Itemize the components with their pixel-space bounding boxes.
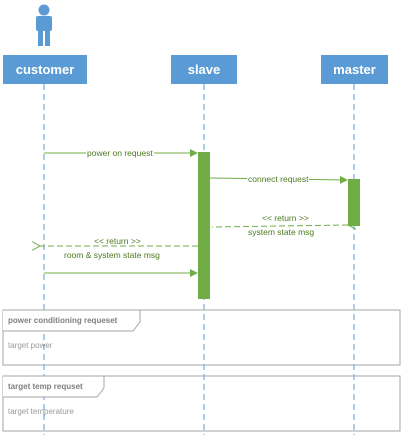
message-label-connect: connect request: [247, 174, 310, 184]
frame-title-power-conditioning: power conditioning requeset: [8, 316, 118, 325]
lifeline-head-customer: customer: [3, 55, 87, 84]
frame-target-temp: [2, 375, 401, 432]
activation-bar-master: [348, 179, 360, 226]
lifeline-label-customer: customer: [15, 62, 75, 77]
lifeline-label-master: master: [333, 62, 376, 77]
return-text-room-state: room & system state msg: [64, 250, 160, 260]
frame-body-target-power: target power: [8, 341, 53, 350]
activation-bar-slave: [198, 152, 210, 299]
lifeline-head-master: master: [321, 55, 388, 84]
frame-tab-target-temp: [3, 375, 105, 398]
return-arrow-system-state: [211, 225, 348, 227]
actor-icon: [36, 4, 52, 46]
frame-power-conditioning: [2, 309, 401, 366]
lifeline-head-slave: slave: [171, 55, 237, 84]
return-text-system-state: system state msg: [248, 227, 315, 237]
return-label-master: << return >>: [262, 213, 309, 223]
frame-title-target-temp: target temp requset: [8, 382, 83, 391]
frame-body-target-temperature: target temperature: [8, 407, 74, 416]
message-label-power-on: power on request: [86, 148, 154, 158]
lifeline-label-slave: slave: [187, 62, 221, 77]
return-label-slave: << return >>: [94, 236, 141, 246]
frame-tab-power-conditioning: [3, 309, 141, 332]
